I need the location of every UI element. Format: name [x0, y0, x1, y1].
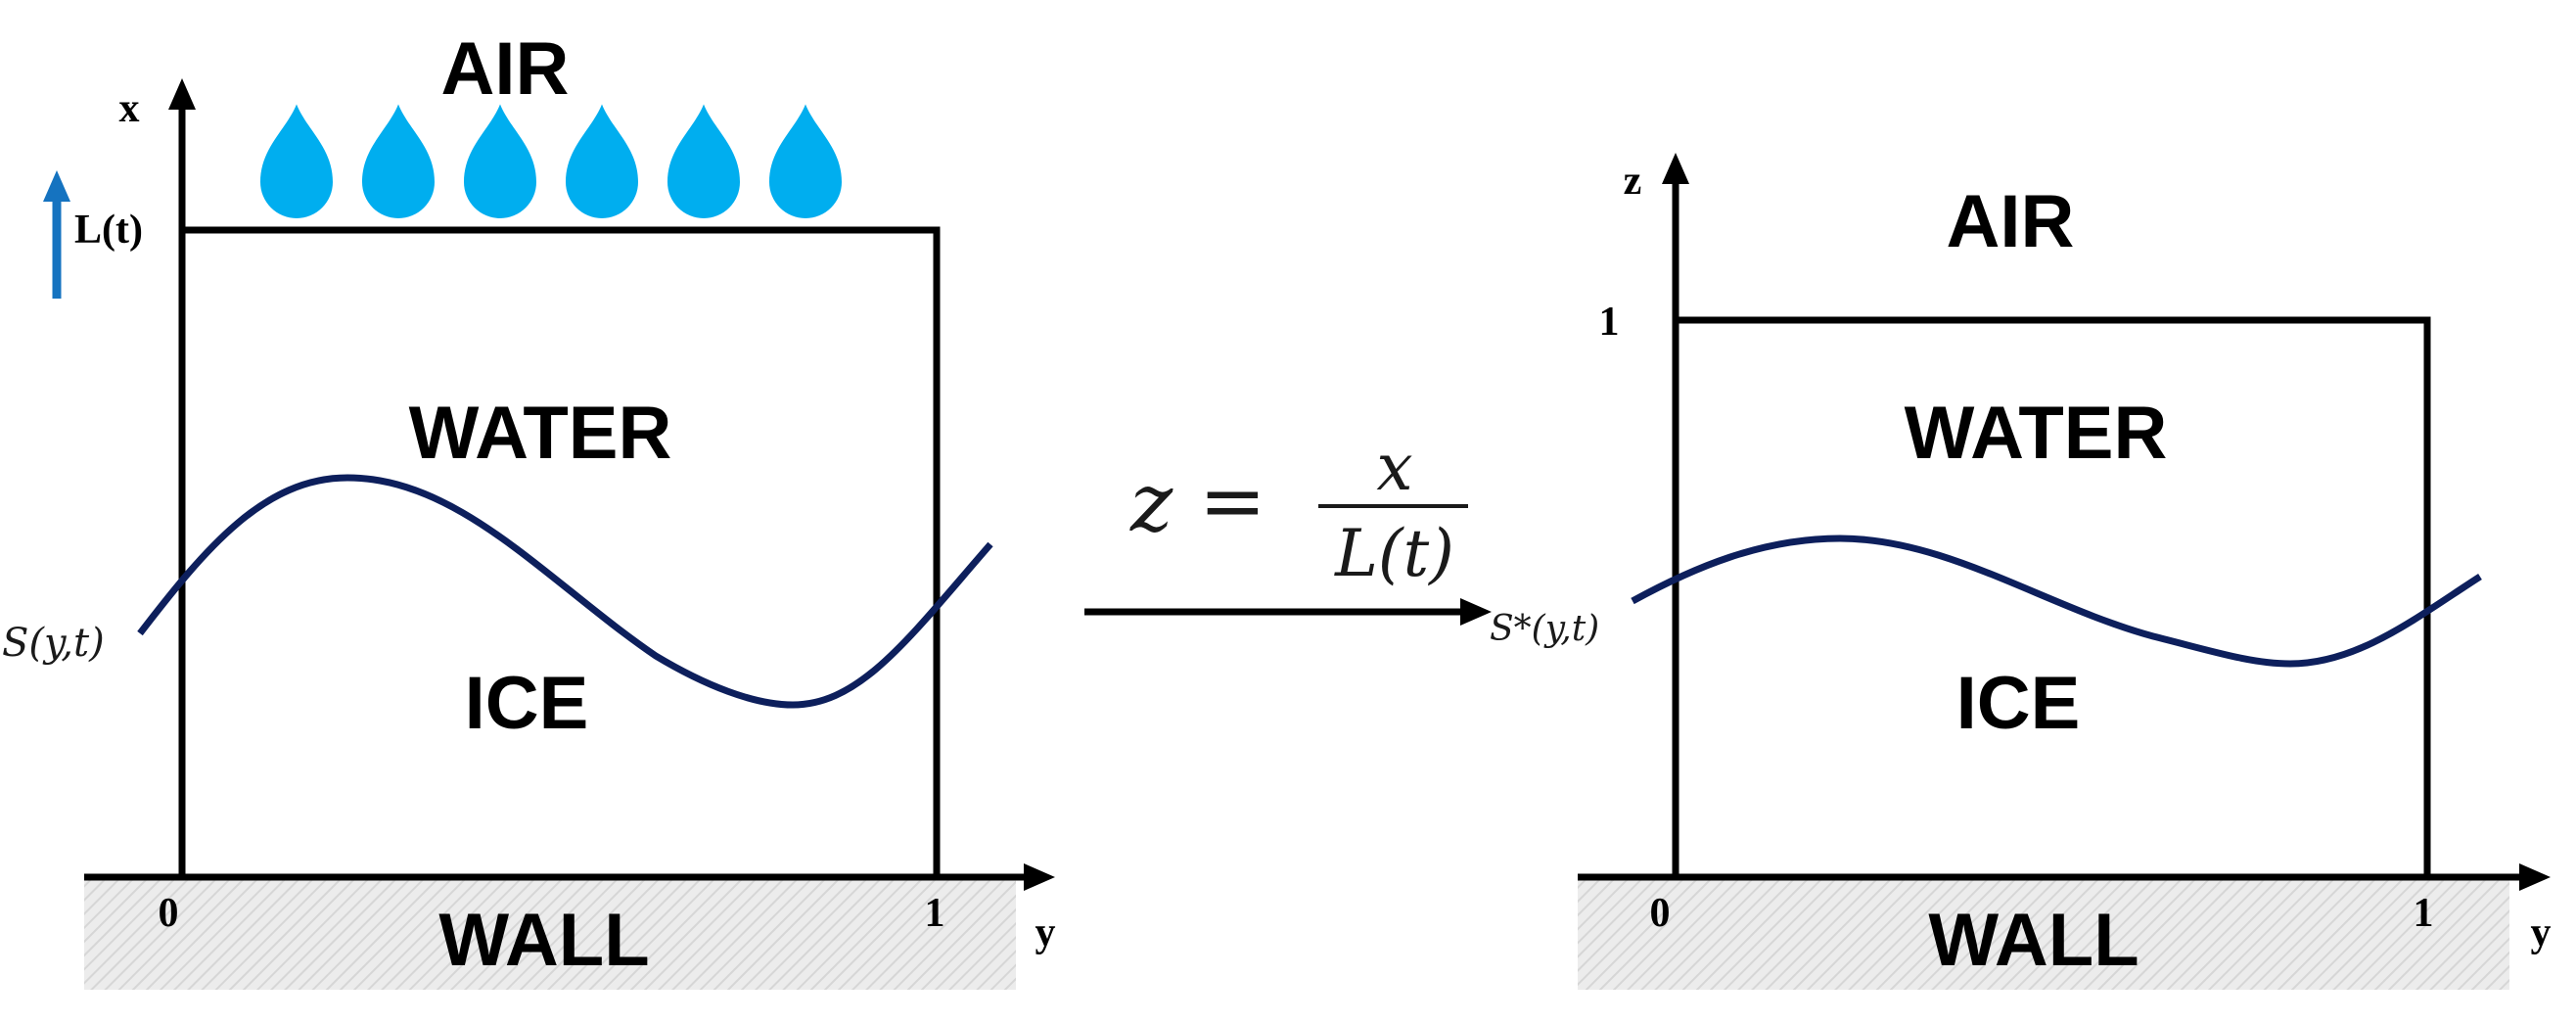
- transform-numerator: x: [1376, 430, 1412, 505]
- right-tick-top: 1: [1599, 300, 1620, 345]
- left-domain-box: [182, 226, 941, 877]
- right-domain-box: [1676, 316, 2431, 877]
- water-droplet-icon: [362, 104, 435, 218]
- growth-arrow-head: [43, 170, 70, 202]
- left-vertical-axis-arrowhead: [168, 78, 196, 110]
- right-tick-origin: 0: [1650, 891, 1671, 936]
- left-horizontal-axis-arrowhead: [1024, 863, 1055, 891]
- right-water-label: WATER: [1905, 392, 2168, 475]
- left-wall-label: WALL: [438, 899, 649, 982]
- right-interface-label: S*(y,t): [1490, 609, 1599, 649]
- right-ice-label: ICE: [1956, 662, 2081, 745]
- left-horizontal-axis-label: y: [1035, 910, 1056, 955]
- transform-denominator: L(t): [1334, 516, 1454, 591]
- water-droplet-icon: [464, 104, 536, 218]
- right-vertical-axis-arrowhead: [1662, 153, 1689, 184]
- left-interface-curve: [137, 474, 993, 709]
- transform-arrow-head: [1460, 598, 1492, 626]
- water-droplet-icon: [769, 104, 842, 218]
- transform-equals: =: [1199, 455, 1266, 548]
- water-droplet-icon: [566, 104, 638, 218]
- right-interface-curve: [1631, 535, 2482, 668]
- left-ice-label: ICE: [465, 662, 589, 745]
- right-wall-label: WALL: [1928, 899, 2139, 982]
- right-panel: AIR WATER ICE WALL z y 0 1 1 S*(y,t): [1490, 153, 2552, 990]
- left-vertical-axis-label: x: [119, 86, 140, 131]
- right-wall-region: [1578, 877, 2509, 990]
- left-air-label: AIR: [441, 27, 570, 111]
- transform-lhs: z: [1129, 457, 1173, 550]
- left-wall-region: [84, 877, 1016, 990]
- right-vertical-axis-label: z: [1624, 159, 1642, 204]
- left-interface-label: S(y,t): [2, 621, 105, 666]
- water-droplet-icon: [260, 104, 333, 218]
- water-droplets: [260, 104, 842, 218]
- right-horizontal-axis-label: y: [2531, 910, 2552, 955]
- height-label: L(t): [74, 208, 143, 253]
- left-tick-origin: 0: [159, 891, 179, 936]
- left-panel: AIR WATER ICE WALL x y 0 1 L(t) S(y,t): [2, 27, 1056, 990]
- right-horizontal-axis-arrowhead: [2519, 863, 2551, 891]
- coordinate-transform: z = x L(t): [1084, 430, 1492, 626]
- right-tick-end: 1: [2414, 891, 2434, 936]
- water-droplet-icon: [667, 104, 740, 218]
- left-tick-end: 1: [925, 891, 945, 936]
- left-water-label: WATER: [409, 392, 672, 475]
- right-air-label: AIR: [1947, 180, 2075, 263]
